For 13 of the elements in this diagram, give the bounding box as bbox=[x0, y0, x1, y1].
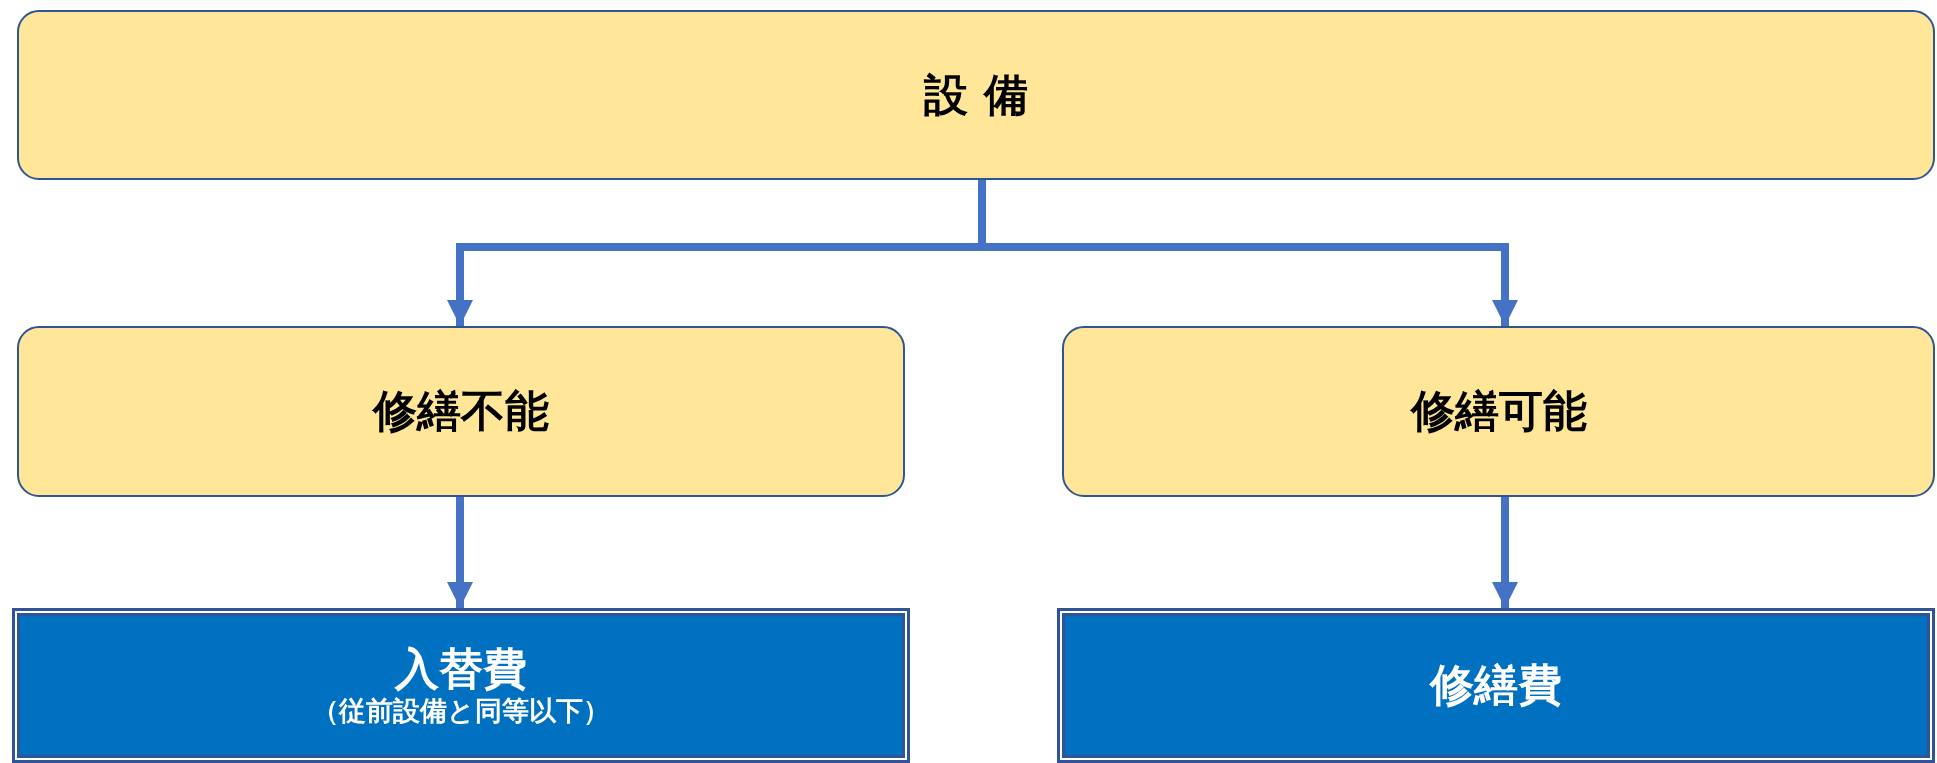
process-box bbox=[17, 10, 1935, 180]
box-label: 設 備 bbox=[924, 69, 1028, 121]
box-note: （従前設備と同等以下） bbox=[312, 694, 610, 727]
process-box bbox=[1062, 326, 1935, 497]
result-box bbox=[1057, 608, 1935, 763]
box-label: 修繕可能 bbox=[1410, 386, 1587, 437]
arrow bbox=[1492, 497, 1518, 608]
result-box bbox=[12, 608, 910, 763]
box-label: 入替費 bbox=[395, 644, 527, 695]
arrow bbox=[447, 497, 473, 608]
box-label: 修繕不能 bbox=[373, 386, 549, 437]
box-label: 修繕費 bbox=[1430, 660, 1562, 711]
process-box bbox=[17, 326, 905, 497]
